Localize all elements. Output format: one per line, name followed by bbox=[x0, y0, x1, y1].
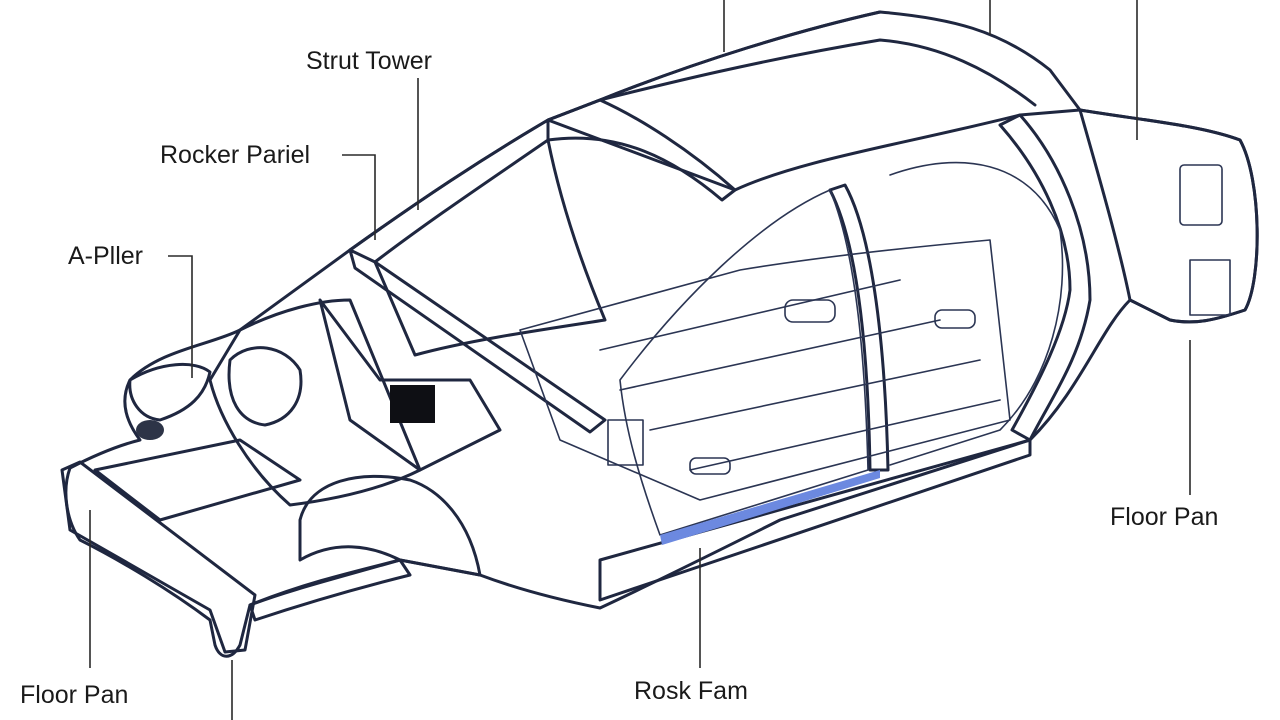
headlight-socket bbox=[136, 420, 164, 440]
front-door-opening bbox=[619, 189, 869, 536]
rocker-sill-highlight bbox=[660, 470, 880, 545]
label-floor-pan-right: Floor Pan bbox=[1110, 503, 1219, 531]
windshield-frame bbox=[373, 138, 607, 357]
strut-tower-left bbox=[227, 346, 303, 427]
floor-pan-panel bbox=[519, 239, 1011, 501]
bay-dark-opening bbox=[390, 385, 435, 423]
c-pillar bbox=[998, 113, 1092, 442]
label-a-pillar: A-Pller bbox=[68, 242, 144, 270]
label-strut-tower: Strut Tower bbox=[306, 47, 432, 75]
floor-rib-4 bbox=[689, 399, 1001, 471]
floor-cutout-1 bbox=[784, 299, 836, 323]
roof-structure bbox=[348, 10, 1092, 536]
wheel-arch-front bbox=[298, 474, 482, 577]
rear-roof-bow bbox=[598, 38, 1037, 107]
label-rosk-fam: Rosk Fam bbox=[634, 677, 748, 705]
rocker-sill-beam bbox=[598, 438, 1032, 602]
rear-blue-bracket bbox=[1189, 259, 1231, 316]
floor-rib-3 bbox=[649, 359, 981, 431]
floor-cutout-2 bbox=[934, 309, 976, 329]
floor-rib-2 bbox=[619, 319, 941, 391]
leader-rocker-panel bbox=[342, 154, 376, 240]
label-rocker-panel: Rocker Pariel bbox=[160, 141, 311, 169]
rocker-sill bbox=[598, 438, 1032, 602]
b-pillar bbox=[828, 183, 890, 472]
frame-rail-upper bbox=[248, 558, 412, 622]
label-floor-pan-left: Floor Pan bbox=[20, 681, 129, 709]
floor-pan-structure bbox=[519, 239, 1011, 501]
front-fender-apron bbox=[208, 298, 422, 507]
leader-lines bbox=[89, 0, 1191, 720]
rear-quarter-panel bbox=[1078, 108, 1259, 324]
floor-cutout-3 bbox=[689, 457, 731, 475]
frame-rail-lower bbox=[93, 438, 302, 522]
front-bumper-frame bbox=[60, 438, 412, 654]
a-pillar-beam bbox=[348, 248, 607, 434]
floor-rib-1 bbox=[599, 279, 901, 351]
engine-bay-panel bbox=[318, 298, 502, 472]
roof-rail-rear bbox=[546, 108, 1082, 192]
quarter-blue-patch bbox=[607, 419, 644, 466]
rear-door-opening bbox=[889, 161, 1064, 466]
bumper-crossbeam bbox=[60, 460, 257, 654]
front-structure bbox=[128, 298, 502, 577]
tail-light-housing bbox=[1179, 164, 1223, 226]
leader-a-pillar bbox=[168, 255, 193, 378]
rear-structure bbox=[607, 108, 1259, 466]
roof-cross-member bbox=[546, 98, 737, 202]
front-light-housing bbox=[128, 362, 212, 422]
